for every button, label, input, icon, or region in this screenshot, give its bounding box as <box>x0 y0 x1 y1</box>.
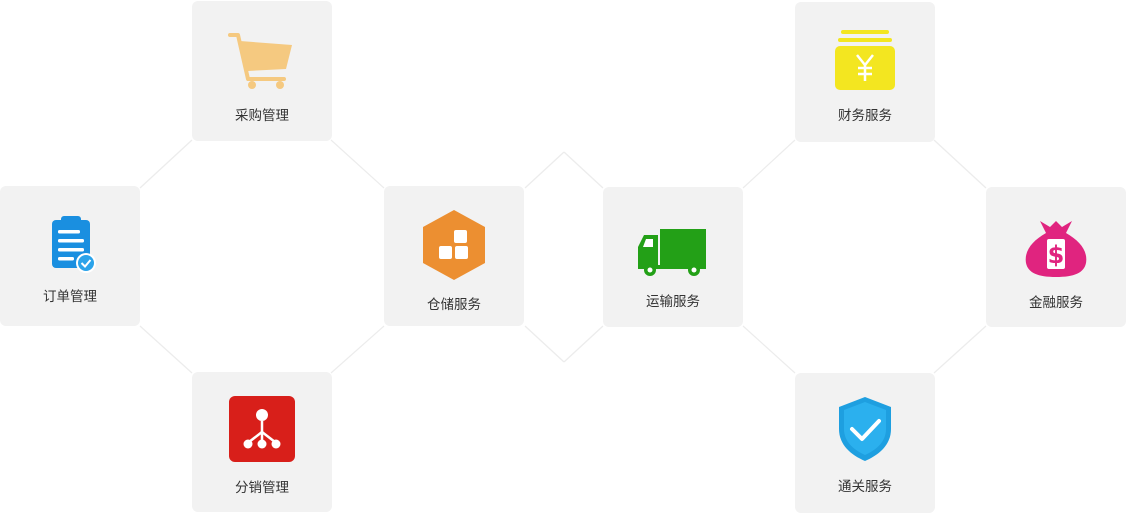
shield-check-icon <box>839 397 891 461</box>
node-label: 财务服务 <box>838 108 892 124</box>
node-warehouse-service[interactable]: 仓储服务 <box>384 186 524 326</box>
money-bag-icon: $ <box>1025 221 1087 277</box>
node-banking-service[interactable]: $ 金融服务 <box>986 187 1126 327</box>
shopping-cart-icon <box>228 33 292 89</box>
node-label: 订单管理 <box>43 289 97 305</box>
node-customs-service[interactable]: 通关服务 <box>795 373 935 513</box>
node-label: 仓储服务 <box>427 297 481 313</box>
node-transport-service[interactable]: 运输服务 <box>603 187 743 327</box>
truck-icon <box>638 229 706 276</box>
node-distribution-management[interactable]: 分销管理 <box>192 372 332 512</box>
node-label: 分销管理 <box>235 480 289 496</box>
distribution-tree-icon <box>229 396 295 462</box>
node-label: 采购管理 <box>235 108 289 124</box>
node-label: 金融服务 <box>1029 295 1083 311</box>
clipboard-check-icon <box>52 216 96 273</box>
node-finance-service[interactable]: 财务服务 <box>795 2 935 142</box>
node-label: 通关服务 <box>838 479 892 495</box>
yen-coins-icon <box>835 30 895 90</box>
node-order-management[interactable]: 订单管理 <box>0 186 140 326</box>
warehouse-boxes-icon <box>423 210 485 280</box>
node-purchase-management[interactable]: 采购管理 <box>192 1 332 141</box>
node-label: 运输服务 <box>646 294 700 310</box>
svg-text:$: $ <box>1048 241 1065 269</box>
